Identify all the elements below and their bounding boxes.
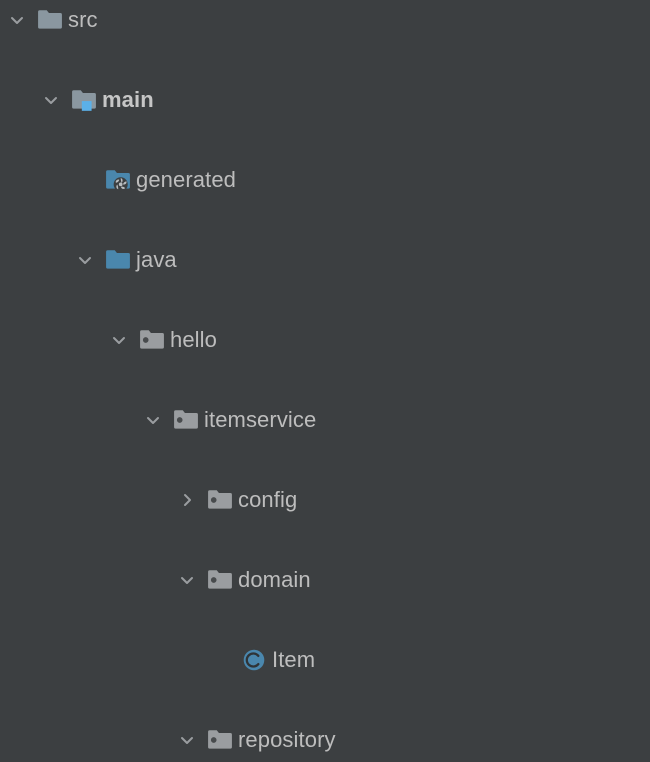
tree-item-label: repository	[238, 727, 336, 752]
chevron-down-icon[interactable]	[6, 0, 28, 40]
tree-item-label: itemservice	[204, 407, 317, 432]
folder-source-icon	[104, 240, 132, 280]
package-icon	[138, 320, 166, 360]
tree-item-label: config	[238, 487, 298, 512]
tree-item-label: generated	[136, 167, 236, 192]
tree-row[interactable]: main	[0, 80, 650, 120]
tree-row[interactable]: hello	[0, 320, 650, 360]
tree-row[interactable]: config	[0, 480, 650, 520]
chevron-down-icon[interactable]	[176, 560, 198, 600]
package-icon	[206, 720, 234, 760]
tree-row[interactable]: itemservice	[0, 400, 650, 440]
tree-row[interactable]: java	[0, 240, 650, 280]
chevron-down-icon[interactable]	[142, 400, 164, 440]
tree-item-label: domain	[238, 567, 311, 592]
tree-item-label: Item	[272, 647, 316, 672]
chevron-right-icon[interactable]	[176, 480, 198, 520]
tree-item-label: java	[136, 247, 177, 272]
folder-generated-icon	[104, 160, 132, 200]
tree-row[interactable]: repository	[0, 720, 650, 760]
chevron-down-icon[interactable]	[108, 320, 130, 360]
tree-item-label: main	[102, 87, 154, 112]
package-icon	[206, 560, 234, 600]
tree-item-label: hello	[170, 327, 217, 352]
package-icon	[206, 480, 234, 520]
tree-row[interactable]: generated	[0, 160, 650, 200]
folder-plain-icon	[36, 0, 64, 40]
folder-module-icon	[70, 80, 98, 120]
chevron-down-icon[interactable]	[176, 720, 198, 760]
tree-row[interactable]: src	[0, 0, 650, 40]
chevron-down-icon[interactable]	[40, 80, 62, 120]
chevron-down-icon[interactable]	[74, 240, 96, 280]
package-icon	[172, 400, 200, 440]
tree-row[interactable]: domain	[0, 560, 650, 600]
tree-item-label: src	[68, 7, 98, 32]
tree-row[interactable]: Item	[0, 640, 650, 680]
class-icon	[240, 640, 268, 680]
